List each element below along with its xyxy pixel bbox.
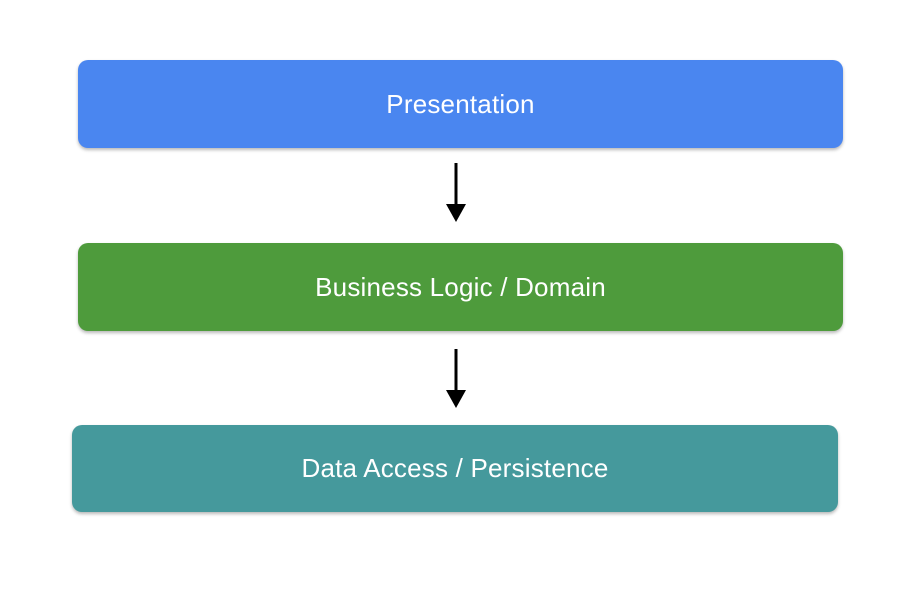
layer-box-business-logic[interactable]: Business Logic / Domain — [78, 243, 843, 331]
layer-box-data-access[interactable]: Data Access / Persistence — [72, 425, 838, 512]
layer-label-presentation: Presentation — [386, 88, 535, 119]
down-arrow-icon — [446, 349, 466, 408]
layer-label-business-logic: Business Logic / Domain — [315, 271, 606, 302]
down-arrow-icon — [446, 163, 466, 222]
layer-box-presentation[interactable]: Presentation — [78, 60, 843, 148]
layer-label-data-access: Data Access / Persistence — [301, 453, 609, 483]
